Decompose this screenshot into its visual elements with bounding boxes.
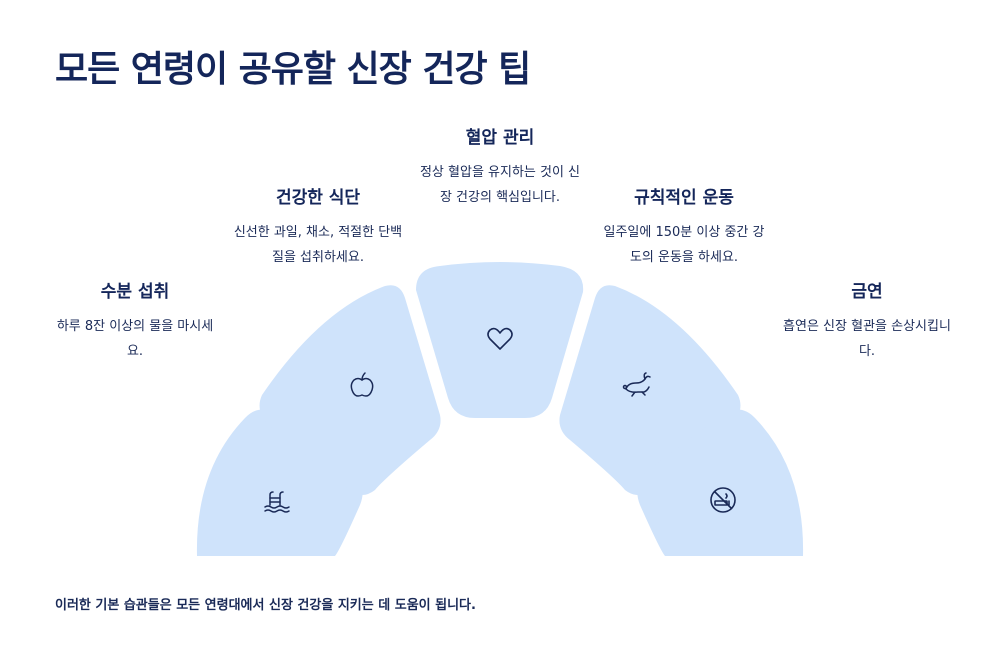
segment-diet bbox=[259, 285, 441, 495]
label-exercise-desc: 일주일에 150분 이상 중간 강도의 운동을 하세요. bbox=[603, 225, 765, 265]
label-water: 수분 섭취 하루 8잔 이상의 물을 마시세요. bbox=[50, 277, 220, 364]
label-smoking-desc: 흡연은 신장 혈관을 손상시킵니다. bbox=[783, 319, 951, 359]
label-smoking-title: 금연 bbox=[851, 282, 883, 302]
label-water-title: 수분 섭취 bbox=[100, 282, 170, 302]
label-exercise: 규칙적인 운동 일주일에 150분 이상 중간 강도의 운동을 하세요. bbox=[598, 183, 770, 270]
heart-icon bbox=[487, 327, 513, 350]
page-title: 모든 연령이 공유할 신장 건강 팁 bbox=[55, 49, 531, 90]
label-water-desc: 하루 8잔 이상의 물을 마시세요. bbox=[56, 319, 214, 359]
label-smoking: 금연 흡연은 신장 혈관을 손상시킵니다. bbox=[782, 277, 952, 364]
label-bp-title: 혈압 관리 bbox=[465, 128, 535, 148]
label-bp: 혈압 관리 정상 혈압을 유지하는 것이 신장 건강의 핵심입니다. bbox=[415, 123, 585, 210]
segment-water bbox=[196, 409, 363, 556]
label-diet-title: 건강한 식단 bbox=[275, 188, 361, 208]
label-diet-desc: 신선한 과일, 채소, 적절한 단백질을 섭취하세요. bbox=[233, 225, 403, 265]
pool-ladder-icon bbox=[264, 491, 290, 513]
rabbit-icon bbox=[622, 372, 651, 397]
label-exercise-title: 규칙적인 운동 bbox=[634, 188, 734, 208]
label-diet: 건강한 식단 신선한 과일, 채소, 적절한 단백질을 섭취하세요. bbox=[232, 183, 404, 270]
label-bp-desc: 정상 혈압을 유지하는 것이 신장 건강의 핵심입니다. bbox=[419, 165, 581, 205]
segment-smoking bbox=[637, 409, 804, 556]
footer-note: 이러한 기본 습관들은 모든 연령대에서 신장 건강을 지키는 데 도움이 됩니… bbox=[55, 598, 476, 613]
apple-icon bbox=[350, 372, 374, 397]
segment-bp bbox=[416, 262, 584, 418]
no-smoking-icon bbox=[710, 487, 736, 513]
